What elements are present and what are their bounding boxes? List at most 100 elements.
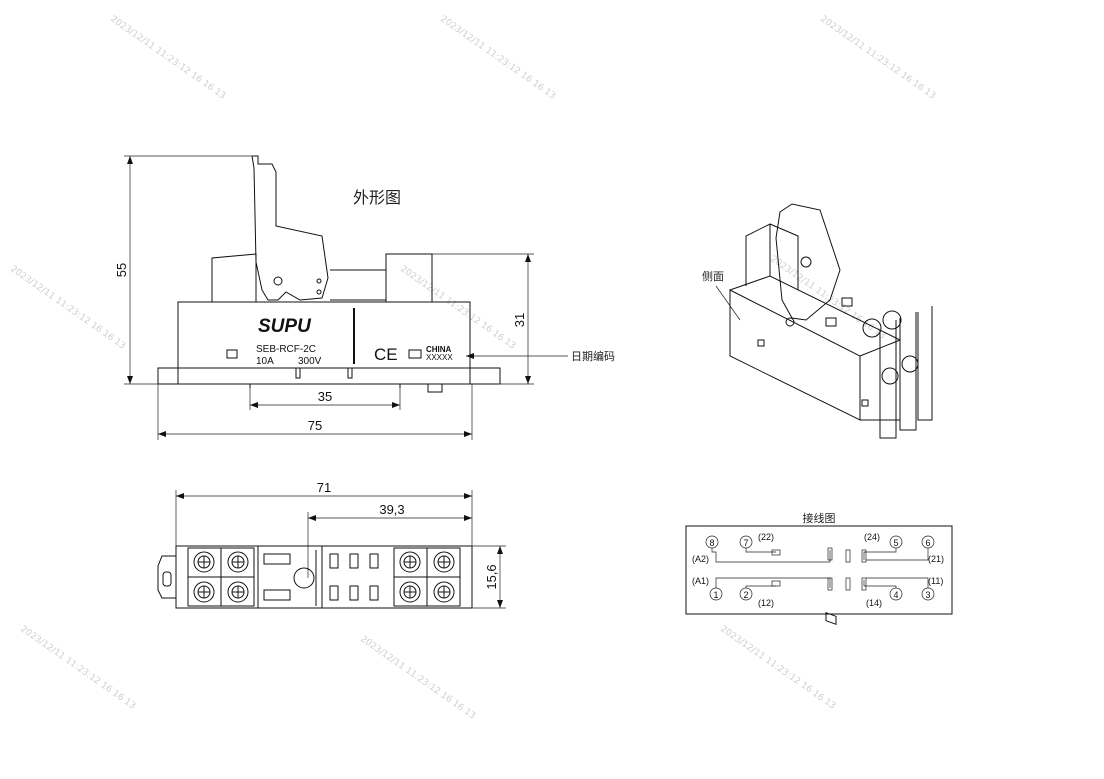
dim-label-width-total: 75 bbox=[308, 418, 322, 433]
dim-label-width-inner: 35 bbox=[318, 389, 332, 404]
watermark-text: 2023/12/11 11:23:12 16 16 13 bbox=[18, 624, 137, 711]
contact-bar bbox=[861, 549, 867, 563]
iso-window bbox=[861, 399, 869, 407]
date-code-label: 日期编码 bbox=[571, 349, 615, 363]
iso-socket-slot bbox=[825, 317, 837, 327]
watermark-text: 2023/12/11 11:23:12 16 16 13 bbox=[768, 254, 887, 341]
wiring-frame bbox=[685, 525, 953, 615]
din-hook bbox=[157, 555, 176, 599]
watermark-text: 2023/12/11 11:23:12 16 16 13 bbox=[438, 14, 557, 101]
clip-pin bbox=[316, 278, 322, 284]
pin-slot-grid bbox=[329, 553, 379, 601]
terminal-3: 3 (11) bbox=[921, 576, 943, 601]
watermark-text: 2023/12/11 11:23:12 16 16 13 bbox=[358, 634, 477, 721]
dim-label-depth: 15,6 bbox=[484, 564, 499, 589]
brand-logo: SUPU bbox=[258, 316, 312, 337]
contact-bar bbox=[861, 577, 867, 591]
base-slot bbox=[347, 367, 353, 379]
left-terminal-block bbox=[187, 547, 255, 607]
iso-terminal-tower bbox=[917, 306, 933, 421]
origin-label: CHINA bbox=[426, 345, 452, 354]
terminal-number: 2 bbox=[743, 590, 748, 600]
screw-icon[interactable] bbox=[399, 551, 421, 573]
contact-bar bbox=[845, 549, 851, 563]
dim-label-offset: 39,3 bbox=[379, 502, 404, 517]
terminal-number: 8 bbox=[709, 538, 714, 548]
screw-icon[interactable] bbox=[193, 551, 215, 573]
terminal-alt-label: (12) bbox=[758, 598, 774, 608]
terminal-alt-label: (14) bbox=[866, 598, 882, 608]
pin-slot bbox=[369, 553, 379, 569]
iso-retaining-clip bbox=[775, 203, 841, 321]
iso-screw bbox=[882, 310, 902, 330]
wire-coil-a1 bbox=[715, 577, 831, 588]
din-base bbox=[157, 367, 501, 385]
contact-bar bbox=[845, 577, 851, 591]
terminal-number: 1 bbox=[713, 590, 718, 600]
screw-icon[interactable] bbox=[227, 551, 249, 573]
iso-screw bbox=[901, 355, 919, 373]
screw-icon[interactable] bbox=[433, 551, 455, 573]
terminal-8: 8 (A2) bbox=[692, 535, 719, 564]
wire-24 bbox=[863, 548, 897, 560]
terminal-4: 4 (14) bbox=[866, 587, 903, 608]
watermark-text: 2023/12/11 11:23:12 16 16 13 bbox=[718, 624, 837, 711]
screw-icon[interactable] bbox=[399, 581, 421, 603]
contact-nc bbox=[771, 549, 781, 556]
base-slot bbox=[295, 367, 301, 379]
clip-pivot bbox=[273, 276, 283, 286]
test-window bbox=[408, 349, 422, 359]
contact-bar bbox=[827, 547, 833, 561]
terminal-5: 5 (24) bbox=[864, 532, 903, 549]
iso-left-tower bbox=[745, 223, 771, 286]
wire-11 bbox=[866, 577, 929, 588]
pin-slot bbox=[349, 553, 359, 569]
iso-terminal-tower bbox=[899, 312, 917, 431]
iso-screw bbox=[862, 318, 882, 338]
watermark-text: 2023/12/11 11:23:12 16 16 13 bbox=[818, 14, 937, 101]
pin-slot bbox=[329, 553, 339, 569]
model-label: SEB-RCF-2C bbox=[256, 344, 316, 355]
screw-icon[interactable] bbox=[193, 581, 215, 603]
iso-screw bbox=[881, 367, 899, 385]
contact-nc bbox=[771, 580, 781, 587]
arrow-head bbox=[466, 353, 474, 359]
terminal-number: 7 bbox=[743, 538, 748, 548]
iso-clip-pin bbox=[785, 317, 795, 327]
terminal-alt-label: (22) bbox=[758, 532, 774, 542]
wire-21 bbox=[866, 548, 929, 561]
side-leader bbox=[715, 285, 741, 321]
iso-terminal-tower bbox=[879, 320, 897, 439]
iso-left-tower bbox=[769, 223, 799, 290]
screw-icon[interactable] bbox=[227, 581, 249, 603]
wire-22 bbox=[745, 548, 776, 553]
terminal-number: 6 bbox=[925, 538, 930, 548]
ce-mark: CE bbox=[374, 345, 398, 364]
terminal-2: 2 (12) bbox=[739, 587, 774, 608]
isometric-view: 侧面 bbox=[702, 203, 933, 625]
terminal-7: 7 (22) bbox=[739, 532, 774, 549]
voltage-rating: 300V bbox=[298, 356, 322, 367]
iso-socket-slot bbox=[841, 297, 853, 307]
clip-latch bbox=[263, 553, 291, 565]
top-view: 71 39,3 15,6 bbox=[157, 480, 506, 609]
terminal-number: 5 bbox=[893, 538, 898, 548]
terminal-number: 4 bbox=[893, 590, 898, 600]
dim-label-height-total: 55 bbox=[114, 263, 129, 277]
terminal-1: 1 (A1) bbox=[692, 576, 723, 601]
clip-pin bbox=[316, 289, 322, 295]
screw-icon[interactable] bbox=[433, 581, 455, 603]
outline-title: 外形图 bbox=[353, 188, 401, 207]
test-window bbox=[226, 349, 238, 359]
wire-12 bbox=[745, 585, 776, 588]
socket-center-hole bbox=[293, 567, 315, 589]
terminal-alt-label: (21) bbox=[928, 554, 944, 564]
terminal-alt-label: (24) bbox=[864, 532, 880, 542]
wiring-diagram: 接线图 8 (A2) 7 (22) 5 (24) 6 (21) 1 (A1) bbox=[685, 511, 953, 615]
watermark-text: 2023/12/11 11:23:12 16 16 13 bbox=[398, 264, 517, 351]
pin-slot bbox=[329, 585, 339, 601]
contact-bar bbox=[827, 577, 833, 591]
watermark-text: 2023/12/11 11:23:12 16 16 13 bbox=[108, 14, 227, 101]
hook-slot bbox=[162, 571, 172, 587]
